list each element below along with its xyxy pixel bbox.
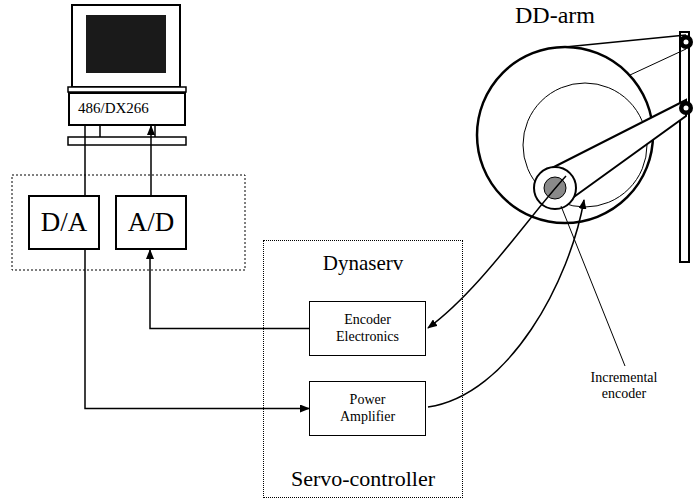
leader-line bbox=[561, 206, 625, 366]
converter-box: A/D bbox=[115, 195, 187, 250]
computer-monitor bbox=[68, 5, 186, 145]
signal-connector bbox=[84, 126, 86, 195]
node-label: A/D bbox=[121, 207, 181, 238]
converter-box: D/A bbox=[28, 195, 100, 250]
process-box: Encoder Electronics bbox=[309, 301, 426, 356]
converter-group bbox=[12, 175, 245, 270]
arm-title: DD-arm bbox=[500, 2, 610, 30]
controller-group: DynaservServo-controller Encoder Electron… bbox=[263, 240, 463, 498]
node-label: Power Amplifier bbox=[322, 392, 413, 424]
node-label: 486/DX266 bbox=[78, 100, 176, 117]
dd-arm-drawing bbox=[477, 32, 693, 262]
computer-box: 486/DX266 bbox=[68, 92, 186, 126]
part-label: Incremental encoder bbox=[578, 370, 670, 402]
motor-wire bbox=[428, 200, 584, 407]
process-box: Power Amplifier bbox=[309, 381, 426, 436]
signal-connector bbox=[150, 126, 152, 195]
signal-connector bbox=[85, 250, 309, 409]
node-label: Encoder Electronics bbox=[322, 312, 413, 344]
node-label: D/A bbox=[34, 207, 94, 238]
group-title: Dynaserv bbox=[270, 251, 456, 275]
group-caption: Servo-controller bbox=[270, 466, 456, 491]
signal-connector bbox=[150, 250, 309, 329]
